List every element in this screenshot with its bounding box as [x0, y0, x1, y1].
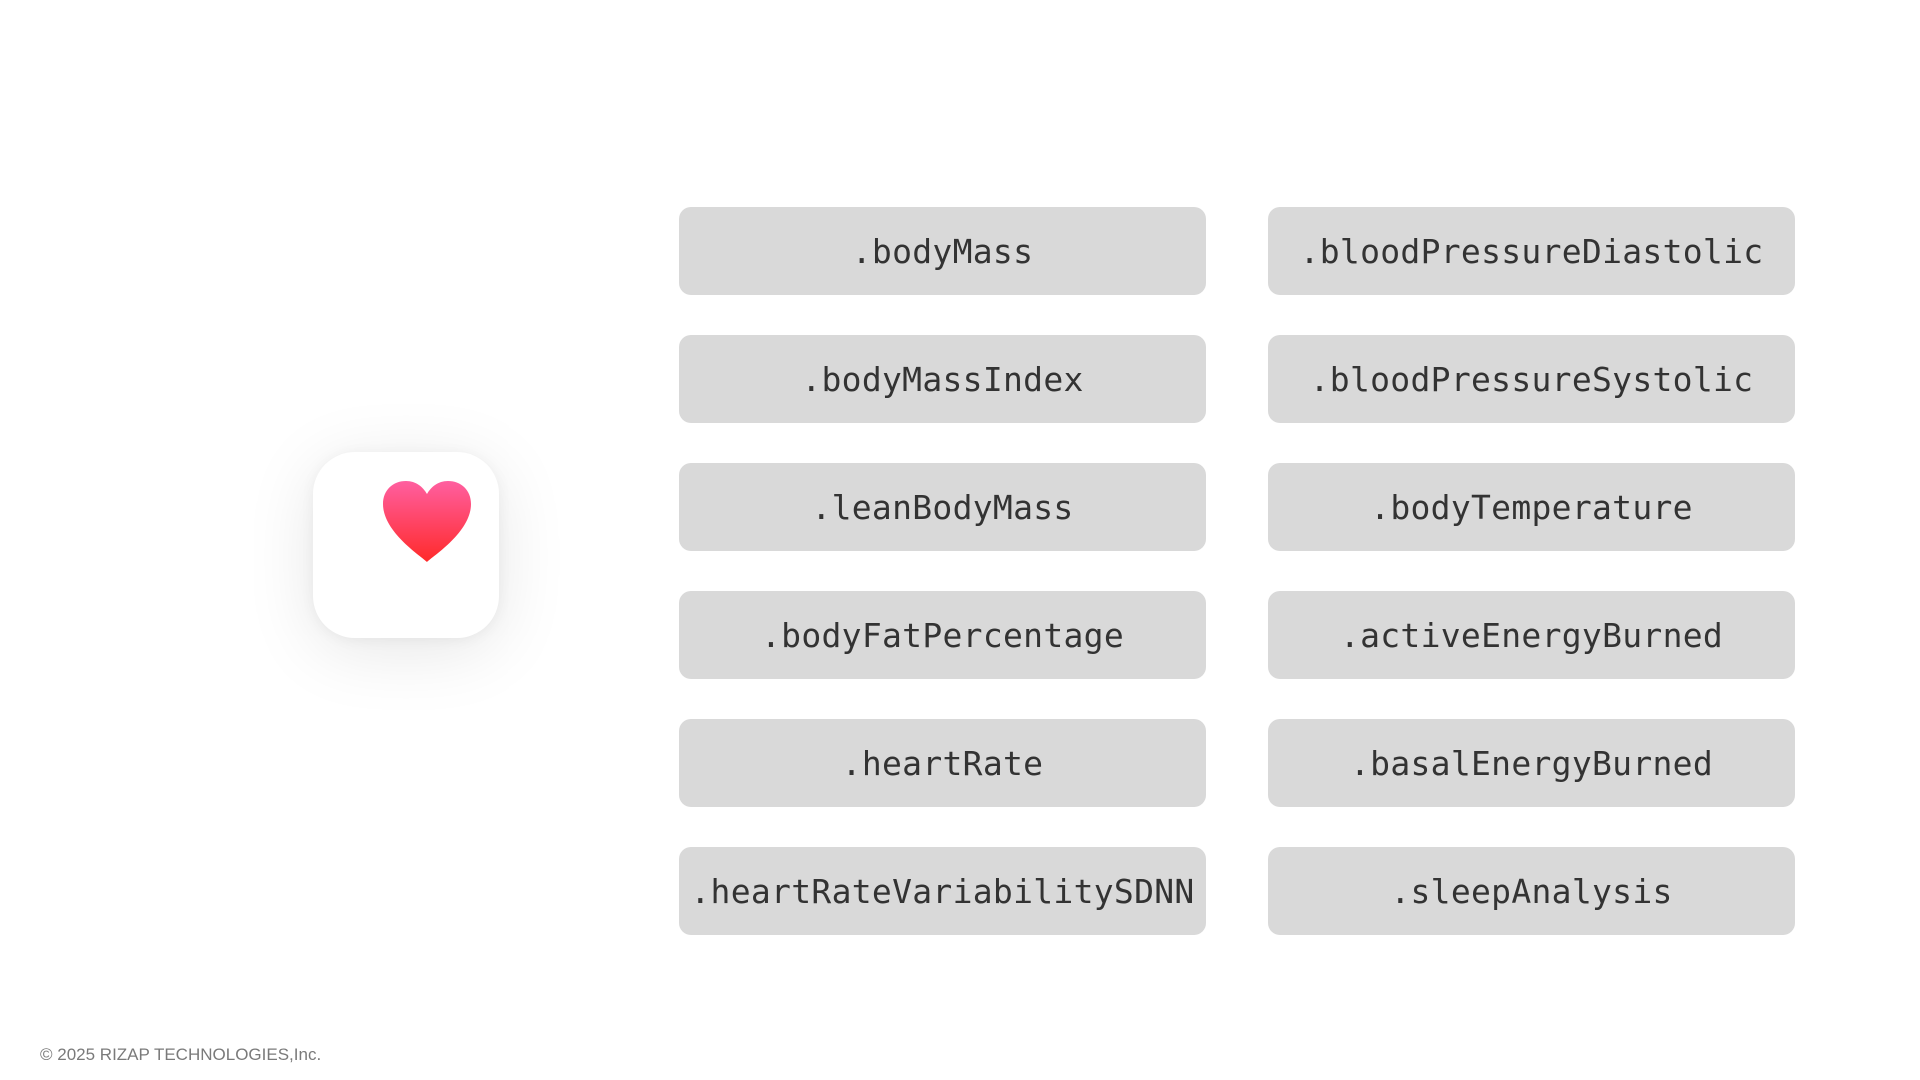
heart-icon	[383, 481, 471, 562]
health-app-icon	[313, 452, 499, 638]
tag-sleep-analysis: .sleepAnalysis	[1268, 847, 1795, 935]
healthkit-type-grid: .bodyMass .bloodPressureDiastolic .bodyM…	[679, 207, 1795, 935]
tag-active-energy-burned: .activeEnergyBurned	[1268, 591, 1795, 679]
tag-basal-energy-burned: .basalEnergyBurned	[1268, 719, 1795, 807]
copyright-footer: © 2025 RIZAP TECHNOLOGIES,Inc.	[40, 1045, 322, 1064]
tag-lean-body-mass: .leanBodyMass	[679, 463, 1206, 551]
tag-blood-pressure-systolic: .bloodPressureSystolic	[1268, 335, 1795, 423]
tag-body-mass-index: .bodyMassIndex	[679, 335, 1206, 423]
tag-heart-rate: .heartRate	[679, 719, 1206, 807]
tag-body-fat-percentage: .bodyFatPercentage	[679, 591, 1206, 679]
tag-blood-pressure-diastolic: .bloodPressureDiastolic	[1268, 207, 1795, 295]
tag-body-mass: .bodyMass	[679, 207, 1206, 295]
tag-body-temperature: .bodyTemperature	[1268, 463, 1795, 551]
tag-heart-rate-variability-sdnn: .heartRateVariabilitySDNN	[679, 847, 1206, 935]
